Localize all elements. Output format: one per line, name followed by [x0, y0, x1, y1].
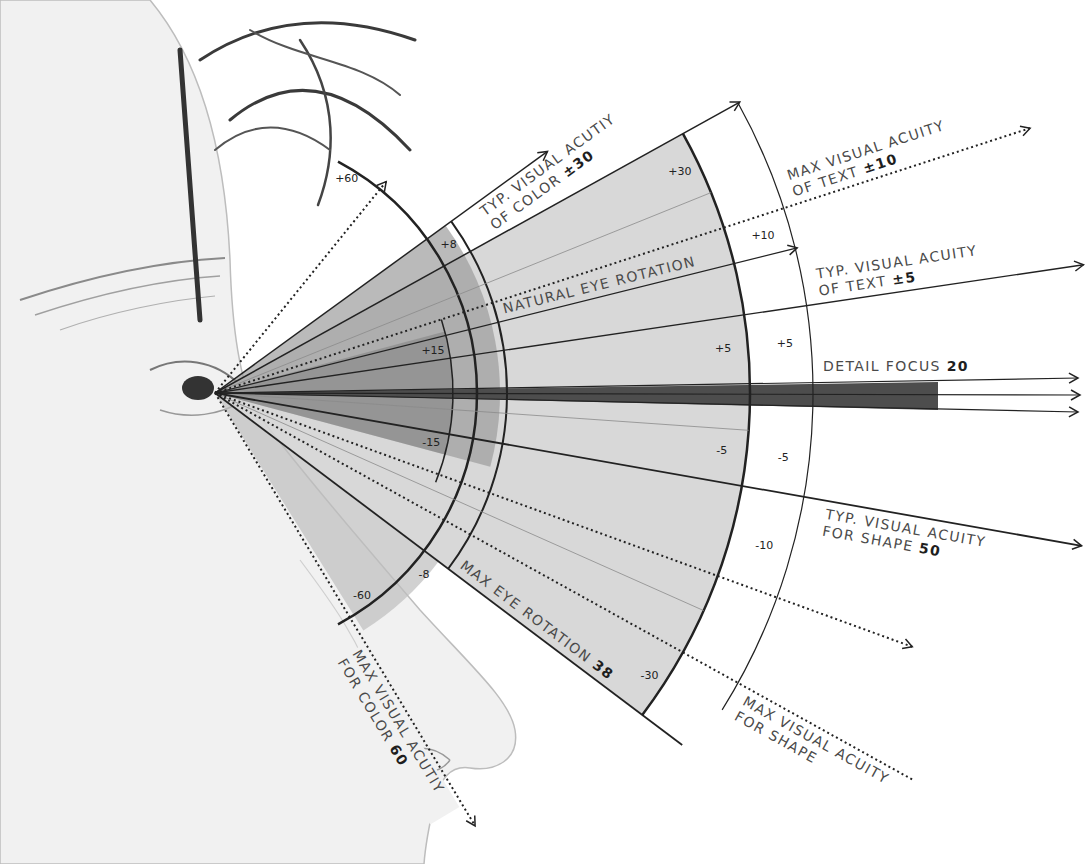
shape-acuity-sector: [215, 134, 750, 715]
callout-label: DETAIL FOCUS 20: [823, 358, 969, 375]
callout-label: TYP. VISUAL ACUTIY OF COLOR ±30: [477, 97, 647, 233]
dotted-ray: [215, 393, 915, 781]
eye-rotation-arc: [448, 221, 507, 568]
dotted-ray: [215, 128, 1030, 393]
dotted-ray: [215, 393, 912, 647]
angle-value: +5: [777, 337, 793, 350]
callout-label: MAX VISUAL ACUITY OF TEXT ±10: [785, 111, 971, 201]
label-words: MAX VISUAL ACUTIY FOR COLOR: [335, 647, 448, 796]
angle-value: -15: [422, 436, 440, 449]
arrow-ray: [215, 265, 1084, 393]
callout-label: MAX EYE ROTATION 38: [457, 557, 617, 684]
label-number: 20: [947, 358, 969, 374]
callout-label: NATURAL EYE ROTATION: [501, 253, 698, 317]
angle-value: +30: [668, 165, 691, 178]
eyebrow-stroke: [35, 276, 220, 315]
arrow-ray: [215, 151, 548, 393]
hair-strand: [215, 128, 330, 151]
focus-arrow: [215, 393, 1078, 412]
angle-value: -30: [640, 669, 658, 682]
hair-strand: [230, 90, 410, 150]
angle-geometry: [215, 102, 1084, 826]
angle-value: -60: [353, 589, 371, 602]
dotted-ray: [215, 393, 475, 826]
callout-label: MAX VISUAL ACUITY FOR SHAPE: [732, 693, 910, 812]
hair-strand: [180, 50, 200, 320]
label-words: DETAIL FOCUS: [823, 358, 947, 374]
label-words: TYP. VISUAL ACUITY FOR SHAPE: [821, 506, 987, 556]
angle-value: -5: [716, 444, 727, 457]
eye: [182, 376, 214, 400]
arrow-ray: [215, 102, 740, 393]
angle-value: -5: [778, 451, 789, 464]
callout-label: MAX VISUAL ACUTIY FOR COLOR 60: [333, 645, 459, 825]
label-words: TYP. VISUAL ACUTIY OF COLOR: [477, 111, 618, 233]
label-words: MAX EYE ROTATION: [458, 557, 600, 669]
label-number: ±5: [891, 268, 917, 287]
natural-rotation-arc: [436, 319, 453, 482]
focus-arrow: [215, 393, 1080, 395]
eyebrow-stroke: [60, 296, 215, 330]
label-number: 50: [917, 540, 942, 560]
angle-value: +10: [751, 229, 774, 242]
callout-label: TYP. VISUAL ACUITY OF TEXT ±5: [815, 239, 1003, 300]
focus-arrow: [215, 378, 1078, 393]
guide-ray: [215, 193, 711, 393]
angle-value: +5: [715, 342, 731, 355]
angle-value: -10: [755, 539, 773, 552]
hair-strand: [250, 30, 400, 95]
angle-value: +8: [441, 238, 457, 251]
callout-label: TYP. VISUAL ACUITY FOR SHAPE 50: [821, 506, 1009, 572]
angle-value: +60: [335, 172, 358, 185]
arrow-ray: [215, 393, 1082, 546]
label-words: MAX VISUAL ACUITY OF TEXT: [785, 117, 947, 199]
angle-value: -8: [419, 568, 430, 581]
hair-strand: [300, 40, 331, 205]
angle-value: +15: [421, 344, 444, 357]
edge-ray: [215, 393, 682, 745]
